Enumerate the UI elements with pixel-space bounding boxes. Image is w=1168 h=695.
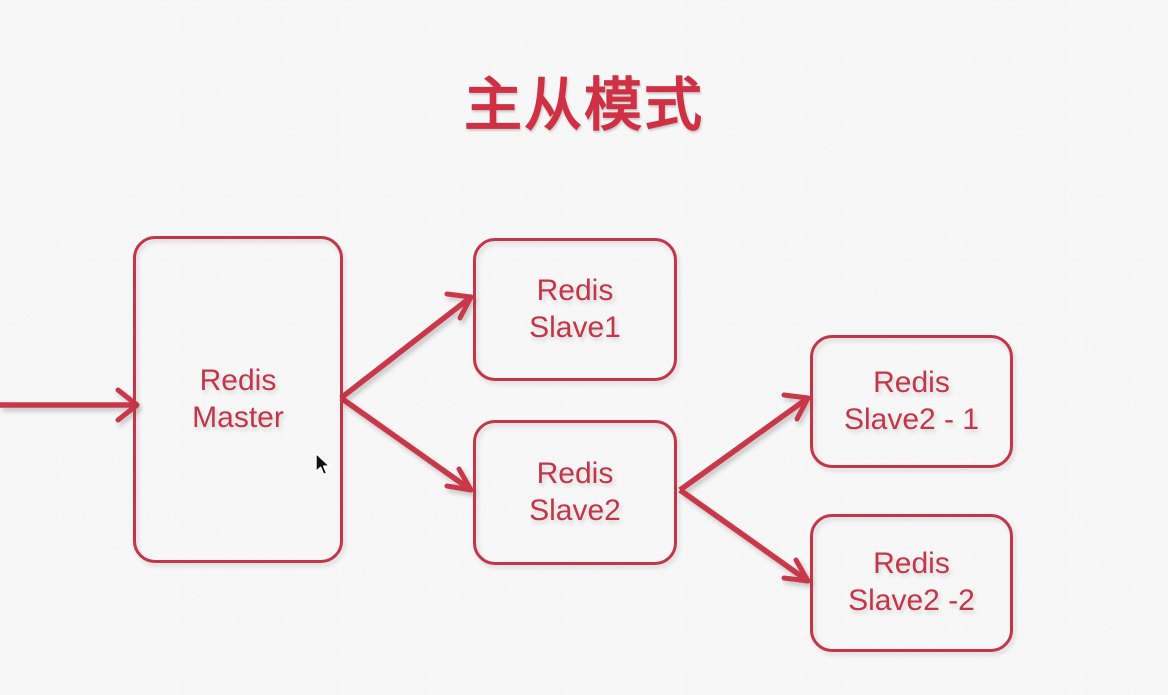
arrow-slave2-to-slave2-1 [678,392,811,493]
mouse-pointer-icon [315,452,331,476]
node-slave2-2-line1: Redis [873,547,950,581]
node-redis-slave1[interactable]: Redis Slave1 [473,238,677,381]
node-slave2-1-line2: Slave2 - 1 [843,402,980,436]
node-slave1-line2: Slave1 [529,310,621,344]
node-redis-slave2-1[interactable]: Redis Slave2 - 1 [810,335,1013,468]
node-master-line2: Master [192,400,284,434]
node-master-line1: Redis [199,363,277,397]
node-slave2-line2: Slave2 [529,493,621,527]
arrow-master-to-slave2 [339,395,474,493]
node-slave2-2-line2: Slave2 -2 [848,584,975,617]
node-redis-master[interactable]: Redis Master [133,236,343,563]
arrow-master-to-slave1 [339,291,474,401]
node-slave2-line1: Redis [536,456,614,490]
node-redis-slave2-2[interactable]: Redis Slave2 -2 [810,514,1013,652]
page-title: 主从模式 [463,71,704,139]
node-redis-slave2[interactable]: Redis Slave2 [473,420,677,565]
arrow-slave2-to-slave2-2 [678,487,811,584]
arrow-client-to-master [0,387,140,423]
node-slave2-1-line1: Redis [873,365,950,399]
node-slave1-line1: Redis [536,273,614,307]
